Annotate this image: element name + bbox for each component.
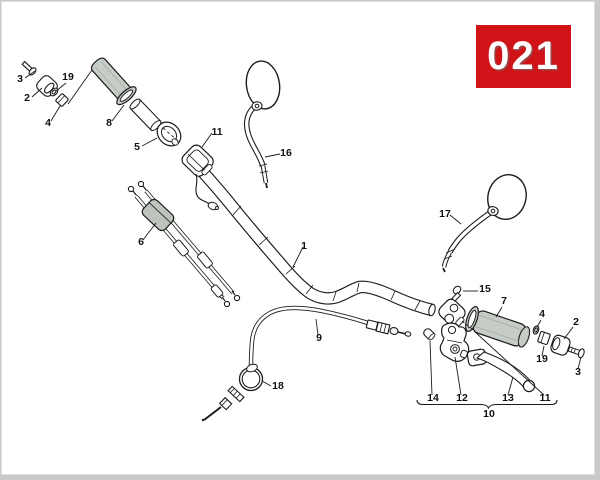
part-mirror-right: [441, 173, 527, 273]
callout-18: 18: [272, 380, 284, 392]
part-clutch-cable: [248, 305, 412, 368]
callout-2-left: 2: [24, 92, 30, 104]
callout-1: 1: [301, 240, 307, 252]
callout-11-left: 11: [211, 126, 222, 138]
callout-19-right: 19: [536, 353, 548, 365]
part-grip-right: [465, 306, 531, 348]
callout-16: 16: [280, 147, 292, 159]
part-bar-end-right: [550, 334, 571, 356]
page-number-badge: 021: [476, 25, 571, 88]
callout-7: 7: [501, 295, 507, 307]
callout-15: 15: [479, 283, 491, 295]
callout-14: 14: [427, 392, 439, 404]
part-lever-perch: [439, 322, 470, 362]
callout-19-left: 19: [62, 71, 74, 83]
part-cap-14: [423, 328, 436, 341]
part-screw-15: [451, 285, 462, 302]
callouts: 3 2 19 4 8 5 11 16 6 1 17 9 18 15 7 4 2 …: [17, 71, 581, 420]
callout-3-left: 3: [17, 73, 23, 85]
callout-8: 8: [106, 117, 112, 129]
callout-10: 10: [483, 408, 495, 420]
page-number: 021: [487, 34, 560, 78]
part-cable-ring: [201, 363, 264, 422]
part-screw-left: [21, 60, 37, 76]
part-nut-left: [55, 93, 69, 107]
callout-12: 12: [456, 392, 468, 404]
part-washer-left: [49, 87, 59, 97]
callout-2-right: 2: [573, 316, 579, 328]
callout-17: 17: [439, 208, 451, 220]
part-throttle-cables: [127, 180, 241, 308]
part-switch-wire: [195, 173, 219, 211]
callout-5: 5: [134, 141, 140, 153]
part-grip-left: [90, 57, 137, 106]
callout-9: 9: [316, 332, 322, 344]
part-washer-right: [532, 325, 540, 335]
part-nut-right: [537, 331, 551, 345]
part-lever-blade: [466, 348, 536, 393]
callout-6: 6: [138, 236, 144, 248]
leader-lines: [24, 69, 582, 396]
callout-11-right: 11: [539, 392, 550, 404]
callout-13: 13: [502, 392, 514, 404]
bracket-group-10: [416, 399, 558, 410]
part-mirror-left: [243, 60, 281, 189]
part-switch-housing: [181, 144, 214, 177]
part-handlebar: [196, 165, 436, 317]
part-clamp-bracket: [438, 298, 466, 326]
callout-3-right: 3: [575, 366, 581, 378]
callout-4-left: 4: [45, 117, 51, 129]
part-screw-right: [567, 346, 585, 359]
callout-4-right: 4: [539, 308, 545, 320]
